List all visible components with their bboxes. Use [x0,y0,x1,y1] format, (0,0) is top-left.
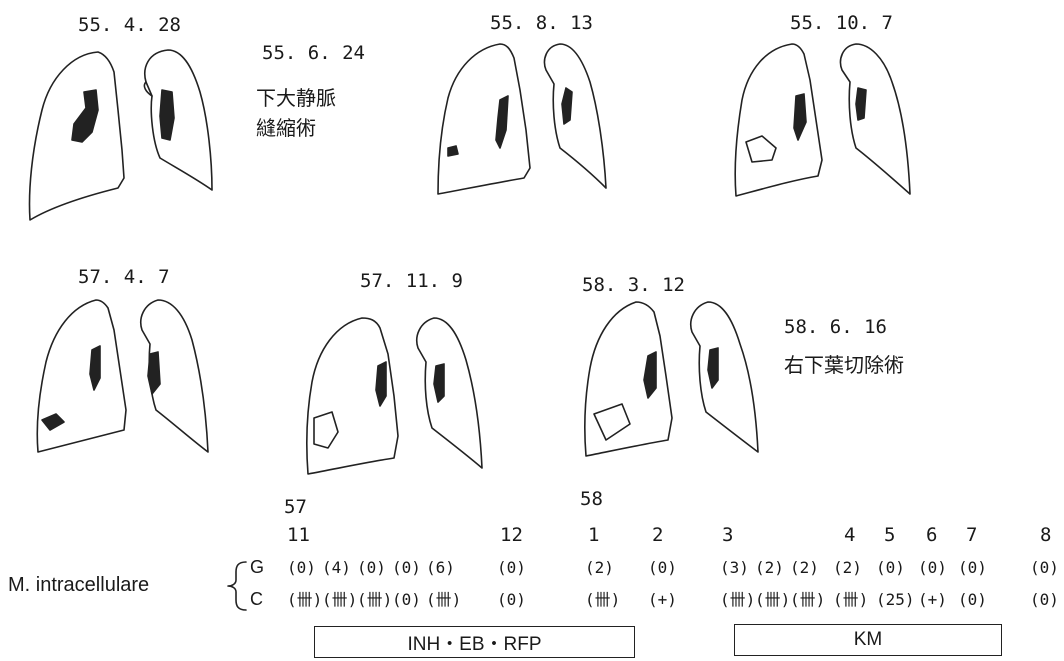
g-value: (3) [720,560,749,576]
lung-sketch-55-8-13 [438,44,606,194]
treatment-box-km: KM [734,624,1002,656]
c-value: (卌) [755,592,790,608]
c-value: (卌) [790,592,825,608]
month-11: 11 [287,526,310,545]
c-row-label: C [250,590,263,608]
g-value: (2) [790,560,819,576]
month-7: 7 [966,526,977,545]
g-value: (0) [876,560,905,576]
c-value: (+) [648,592,677,608]
panel-date-5: 57. 11. 9 [360,272,463,291]
surgery-date-2: 58. 6. 16 [784,318,887,337]
treatment-box-inh-eb-rfp: INH・EB・RFP [314,626,635,658]
g-value: (0) [392,560,421,576]
g-value: (6) [426,560,455,576]
c-value: (0) [392,592,421,608]
month-5: 5 [884,526,895,545]
panel-date-1: 55. 4. 28 [78,16,181,35]
c-value: (0) [497,592,526,608]
g-value: (0) [287,560,316,576]
g-value: (0) [357,560,386,576]
c-value: (卌) [833,592,868,608]
g-value: (2) [755,560,784,576]
month-3: 3 [722,526,733,545]
c-value: (25) [876,592,915,608]
c-value: (0) [1030,592,1059,608]
brace [228,562,246,610]
surgery-date-1: 55. 6. 24 [262,44,365,63]
month-12: 12 [500,526,523,545]
lung-sketch-58-3-12 [585,302,758,456]
c-value: (卌) [720,592,755,608]
c-value: (卌) [357,592,392,608]
g-row-label: G [250,558,264,576]
month-1: 1 [588,526,599,545]
year-58: 58 [580,490,603,509]
organism-label: M. intracellulare [8,575,149,595]
month-4: 4 [844,526,855,545]
c-value: (+) [918,592,947,608]
c-value: (卌) [585,592,620,608]
surgery-label-1b: 縫縮術 [256,118,316,138]
surgery-label-2: 右下葉切除術 [784,355,904,375]
g-value: (4) [322,560,351,576]
panel-date-2: 55. 8. 13 [490,14,593,33]
panel-date-4: 57. 4. 7 [78,268,170,287]
g-value: (0) [497,560,526,576]
panel-date-6: 58. 3. 12 [582,276,685,295]
c-value: (卌) [426,592,461,608]
lung-sketch-57-11-9 [307,318,482,474]
lung-sketch-55-10-7 [735,44,910,196]
month-6: 6 [926,526,937,545]
year-57: 57 [284,498,307,517]
g-value: (0) [918,560,947,576]
month-8: 8 [1040,526,1051,545]
g-value: (0) [1030,560,1059,576]
g-value: (2) [585,560,614,576]
g-value: (0) [648,560,677,576]
surgery-label-1a: 下大静脈 [256,88,336,108]
c-value: (卌) [322,592,357,608]
c-value: (0) [958,592,987,608]
panel-date-3: 55. 10. 7 [790,14,893,33]
month-2: 2 [652,526,663,545]
c-value: (卌) [287,592,322,608]
g-value: (0) [958,560,987,576]
lung-sketch-57-4-7 [37,300,208,452]
lung-sketch-55-4-28 [30,50,213,220]
g-value: (2) [833,560,862,576]
